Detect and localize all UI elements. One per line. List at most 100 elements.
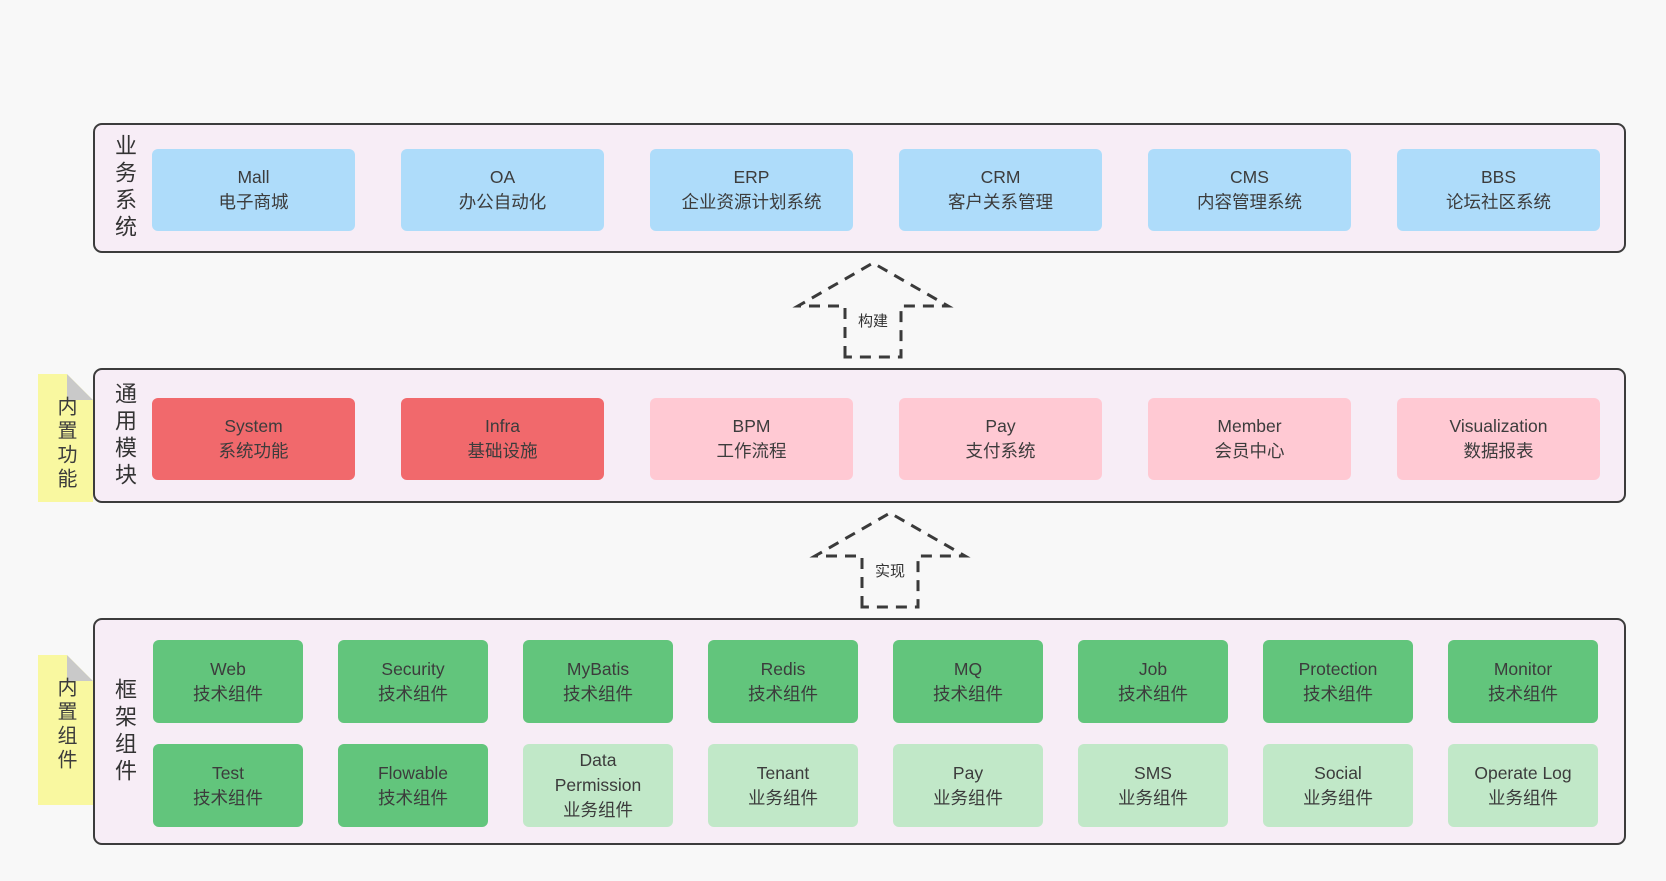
box-subtitle: 会员中心 [1214,441,1285,461]
box-pay-component: Pay 业务组件 [893,744,1043,827]
modules-tag-label: 内置功能 [54,396,76,492]
box-title: System [224,416,283,436]
implement-arrow: 实现 [805,506,975,610]
box-mall: Mall 电子商城 [152,149,355,231]
box-subtitle: 技术组件 [1488,683,1558,704]
box-title: Redis [760,658,806,679]
box-title: Social [1314,762,1362,783]
box-pay-system: Pay 支付系统 [899,398,1102,480]
box-title: Member [1217,416,1282,436]
box-subtitle: 技术组件 [563,683,633,704]
box-title: SMS [1134,762,1172,783]
dashed-up-arrow-icon [792,261,954,359]
box-title: Security [381,658,445,679]
panel-modules-label: 通用模块 [112,381,137,490]
box-title: Visualization [1449,416,1548,436]
box-title: Test [211,762,245,783]
box-subtitle: 技术组件 [378,683,448,704]
box-subtitle: 业务组件 [933,787,1003,808]
dashed-up-arrow-icon [809,511,971,609]
box-title: Flowable [377,762,449,783]
box-subtitle: 办公自动化 [458,192,547,212]
box-test: Test 技术组件 [153,744,303,827]
box-flowable: Flowable 技术组件 [338,744,488,827]
box-data-permission: Data Permission 业务组件 [523,744,673,827]
box-title: Protection [1298,658,1378,679]
box-social: Social 业务组件 [1263,744,1413,827]
business-box-row: Mall 电子商城 OA 办公自动化 ERP 企业资源计划系统 CRM 客户关系… [152,149,1600,231]
box-title: Monitor [1493,658,1553,679]
box-bpm: BPM 工作流程 [650,398,853,480]
box-title: Tenant [756,762,810,783]
box-redis: Redis 技术组件 [708,640,858,723]
box-subtitle: 支付系统 [965,441,1036,461]
box-subtitle: 技术组件 [378,787,448,808]
box-sms: SMS 业务组件 [1078,744,1228,827]
box-security: Security 技术组件 [338,640,488,723]
box-bbs: BBS 论坛社区系统 [1397,149,1600,231]
box-subtitle: 数据报表 [1463,441,1534,461]
box-subtitle: 系统功能 [218,441,289,461]
box-visualization: Visualization 数据报表 [1397,398,1600,480]
box-subtitle: 内容管理系统 [1197,192,1302,212]
box-title: MyBatis [566,658,630,679]
box-crm: CRM 客户关系管理 [899,149,1102,231]
box-title: MQ [953,658,983,679]
panel-framework-label: 框架组件 [112,677,137,786]
box-title: Operate Log [1474,762,1572,783]
box-operate-log: Operate Log 业务组件 [1448,744,1598,827]
implement-arrow-label: 实现 [871,560,909,581]
box-member: Member 会员中心 [1148,398,1351,480]
box-protection: Protection 技术组件 [1263,640,1413,723]
box-system: System 系统功能 [152,398,355,480]
box-job: Job 技术组件 [1078,640,1228,723]
box-oa: OA 办公自动化 [401,149,604,231]
box-title: Job [1138,658,1168,679]
box-subtitle: 业务组件 [1488,787,1558,808]
box-title: ERP [733,167,770,187]
box-subtitle: 技术组件 [748,683,818,704]
box-subtitle: 论坛社区系统 [1446,192,1551,212]
box-subtitle: 企业资源计划系统 [681,192,822,212]
box-title: CRM [980,167,1021,187]
box-title: OA [489,167,516,187]
box-erp: ERP 企业资源计划系统 [650,149,853,231]
box-mybatis: MyBatis 技术组件 [523,640,673,723]
panel-common-modules: 通用模块 System 系统功能 Infra 基础设施 BPM 工作流程 Pay… [93,368,1626,503]
box-title: Data Permission [554,750,642,795]
framework-box-row-2: Test 技术组件 Flowable 技术组件 Data Permission … [153,744,1598,827]
box-infra: Infra 基础设施 [401,398,604,480]
box-title: BBS [1480,167,1517,187]
panel-framework-components: 框架组件 Web 技术组件 Security 技术组件 MyBatis 技术组件… [93,618,1626,845]
box-subtitle: 工作流程 [716,441,787,461]
box-subtitle: 基础设施 [467,441,538,461]
box-monitor: Monitor 技术组件 [1448,640,1598,723]
box-title: Pay [985,416,1016,436]
box-subtitle: 业务组件 [1303,787,1373,808]
box-subtitle: 业务组件 [563,800,633,820]
box-subtitle: 业务组件 [748,787,818,808]
box-title: BPM [732,416,771,436]
box-mq: MQ 技术组件 [893,640,1043,723]
box-title: Infra [484,416,521,436]
box-subtitle: 客户关系管理 [948,192,1053,212]
box-subtitle: 技术组件 [193,787,263,808]
box-web: Web 技术组件 [153,640,303,723]
build-arrow: 构建 [788,256,958,360]
framework-box-row-1: Web 技术组件 Security 技术组件 MyBatis 技术组件 Redi… [153,640,1598,723]
box-title: Mall [237,167,270,187]
box-subtitle: 技术组件 [933,683,1003,704]
box-subtitle: 电子商城 [218,192,289,212]
box-tenant: Tenant 业务组件 [708,744,858,827]
panel-business-systems: 业务系统 Mall 电子商城 OA 办公自动化 ERP 企业资源计划系统 CRM… [93,123,1626,253]
box-cms: CMS 内容管理系统 [1148,149,1351,231]
box-title: Pay [952,762,984,783]
build-arrow-label: 构建 [854,310,892,331]
box-subtitle: 技术组件 [193,683,263,704]
modules-sticky-tag: 内置功能 [38,374,93,502]
box-subtitle: 业务组件 [1118,787,1188,808]
modules-box-row: System 系统功能 Infra 基础设施 BPM 工作流程 Pay 支付系统… [152,398,1600,480]
framework-sticky-tag: 内置组件 [38,655,93,805]
box-subtitle: 技术组件 [1118,683,1188,704]
